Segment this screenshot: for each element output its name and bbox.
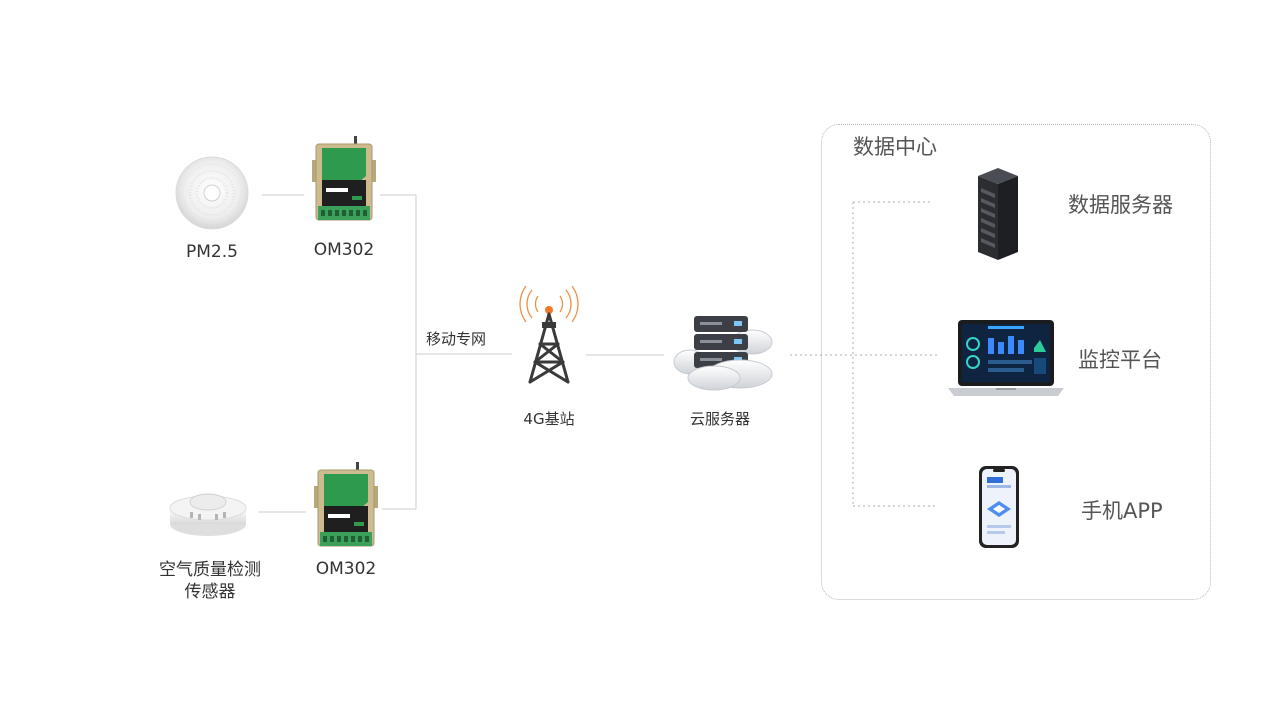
tower-label: 4G基站 — [523, 410, 575, 428]
pm25-label: PM2.5 — [186, 242, 238, 262]
air-sensor-label: 空气质量检测 传感器 — [148, 559, 272, 603]
gateway-om302-bottom-icon — [314, 462, 378, 547]
app-label: 手机APP — [1081, 499, 1163, 523]
cell-tower-icon — [519, 285, 579, 384]
laptop-monitor-icon — [948, 320, 1064, 396]
air-sensor-label-line2: 传感器 — [184, 582, 236, 602]
cloud-server-icon — [673, 316, 773, 391]
gateway-om302-top-icon — [312, 136, 376, 221]
gateway-top-label: OM302 — [313, 240, 375, 260]
data-center-title: 数据中心 — [853, 135, 937, 159]
pm25-sensor-icon — [175, 156, 249, 230]
data-server-label: 数据服务器 — [1068, 193, 1173, 217]
cloud-label: 云服务器 — [689, 410, 750, 428]
mobile-phone-icon — [979, 466, 1019, 548]
air-quality-sensor-icon — [169, 493, 247, 536]
data-server-rack-icon — [978, 168, 1018, 260]
air-sensor-label-line1: 空气质量检测 — [159, 560, 261, 580]
platform-label: 监控平台 — [1078, 348, 1162, 372]
gateway-bottom-label: OM302 — [315, 559, 377, 579]
network-label: 移动专网 — [425, 330, 486, 348]
data-center-box — [821, 124, 1211, 600]
